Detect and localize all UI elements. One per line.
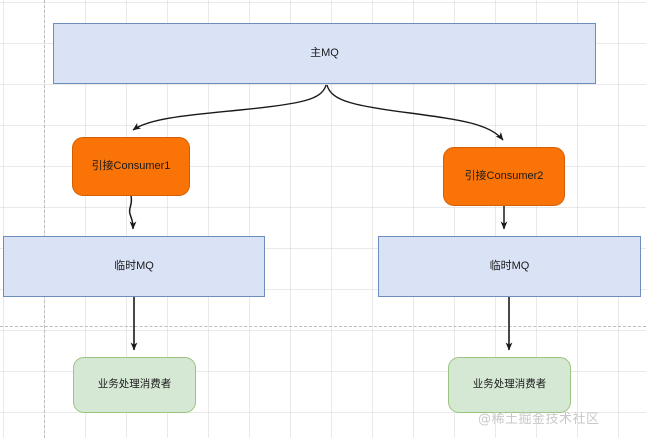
edge-consumer-1-to-temp-mq-left [128,195,137,230]
node-biz-consumer-left[interactable]: 业务处理消费者 [73,357,196,413]
node-temp-mq-right-label: 临时MQ [489,259,530,272]
page-break-horizontal [0,326,646,327]
page-break-vertical [44,0,45,438]
edge-main-mq-to-consumer-1 [132,84,327,131]
node-consumer-2[interactable]: 引接Consumer2 [443,147,565,206]
node-temp-mq-left[interactable]: 临时MQ [3,236,265,297]
node-main-mq[interactable]: 主MQ [53,23,596,84]
node-biz-consumer-right[interactable]: 业务处理消费者 [448,357,571,413]
node-temp-mq-left-label: 临时MQ [114,259,154,272]
node-main-mq-label: 主MQ [310,46,339,59]
node-consumer-1-label: 引接Consumer1 [91,159,171,172]
node-consumer-1[interactable]: 引接Consumer1 [72,137,190,196]
node-biz-consumer-left-label: 业务处理消费者 [97,378,172,391]
edge-main-mq-to-consumer-2 [326,84,504,141]
node-biz-consumer-right-label: 业务处理消费者 [472,378,547,391]
watermark: @稀土掘金技术社区 [478,412,600,427]
node-consumer-2-label: 引接Consumer2 [464,169,544,182]
node-temp-mq-right[interactable]: 临时MQ [378,236,641,297]
